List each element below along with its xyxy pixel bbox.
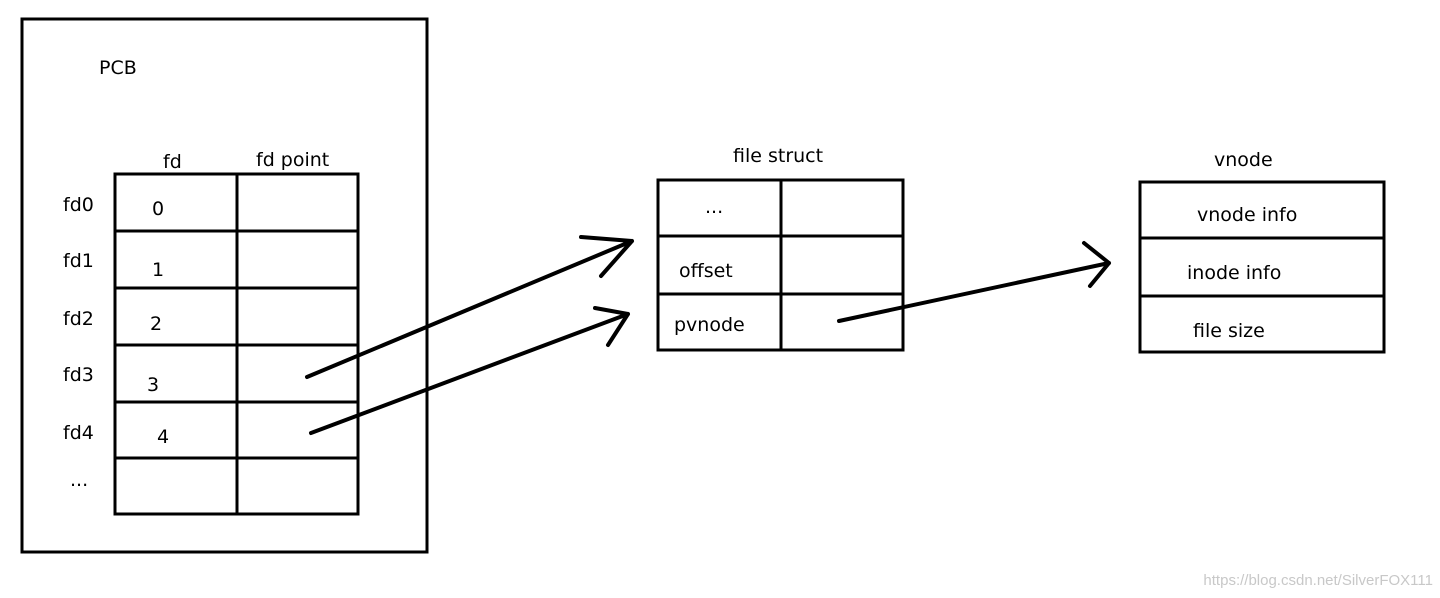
- file-struct-row-label: ...: [705, 196, 723, 218]
- fd-point-column-header: fd point: [256, 149, 329, 171]
- fd-row-label: fd4: [63, 422, 94, 444]
- watermark: https://blog.csdn.net/SilverFOX111: [1203, 572, 1433, 589]
- pcb-title: PCB: [99, 57, 137, 79]
- pvnode-to-vnode-arrow: [837, 241, 1111, 323]
- file-struct-title: file struct: [733, 145, 823, 167]
- vnode-row-label: inode info: [1187, 262, 1281, 284]
- fd-row-label: fd0: [63, 194, 94, 216]
- fd-value: 1: [152, 259, 164, 281]
- fd3-to-file-struct-arrow: [305, 235, 634, 379]
- file-struct-row-label: offset: [679, 260, 733, 282]
- fd-value: 4: [157, 426, 169, 448]
- fd-row-label: ...: [70, 469, 88, 491]
- vnode-table: [1138, 180, 1386, 354]
- fd-value: 2: [150, 313, 162, 335]
- fd-column-header: fd: [163, 151, 182, 173]
- fd-value: 0: [152, 198, 164, 220]
- vnode-title: vnode: [1214, 149, 1273, 171]
- fd4-to-file-struct-arrow: [309, 306, 630, 435]
- vnode-row-label: file size: [1193, 320, 1265, 342]
- fd-row-label: fd3: [63, 364, 94, 386]
- file-struct-row-label: pvnode: [674, 314, 745, 336]
- pcb-box: [20, 17, 429, 554]
- fd-row-label: fd1: [63, 250, 94, 272]
- vnode-row-label: vnode info: [1197, 204, 1297, 226]
- fd-row-label: fd2: [63, 308, 94, 330]
- fd-value: 3: [147, 374, 159, 396]
